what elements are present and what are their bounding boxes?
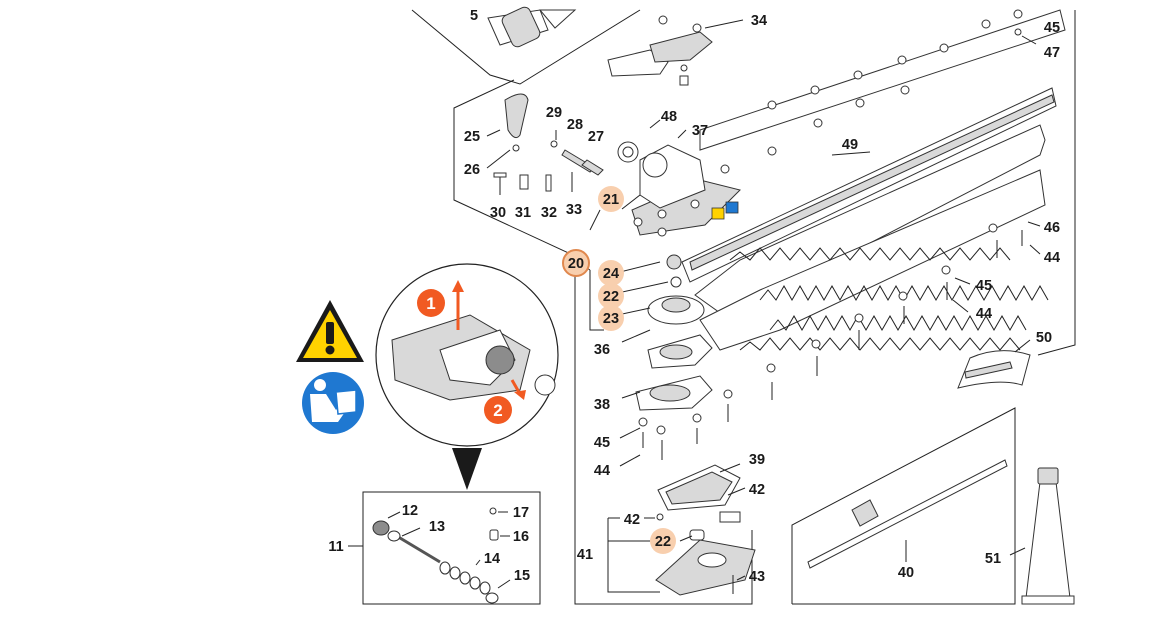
warning-triangle-icon bbox=[296, 300, 364, 362]
label-44: 44 bbox=[1044, 250, 1060, 266]
label-39: 39 bbox=[749, 452, 765, 468]
label-51: 51 bbox=[985, 551, 1001, 567]
transport-guard bbox=[807, 459, 1008, 569]
label-41: 41 bbox=[577, 547, 593, 563]
label-40: 40 bbox=[898, 565, 914, 581]
diagram-frames bbox=[411, 9, 1076, 605]
label-47: 47 bbox=[1044, 45, 1060, 61]
step-number-2: 2 bbox=[493, 401, 502, 420]
label-15: 15 bbox=[514, 568, 530, 584]
detail-inset bbox=[375, 263, 559, 490]
blade-guard bbox=[957, 350, 1031, 389]
label-27: 27 bbox=[588, 129, 604, 145]
label-24: 24 bbox=[603, 266, 619, 282]
label-42: 42 bbox=[624, 512, 640, 528]
label-16: 16 bbox=[513, 529, 529, 545]
label-44: 44 bbox=[594, 463, 610, 479]
label-34: 34 bbox=[751, 13, 767, 29]
grease-tube bbox=[1021, 467, 1075, 605]
screws-and-washers bbox=[633, 9, 1023, 460]
label-30: 30 bbox=[490, 205, 506, 221]
step-badge-2: 2 bbox=[484, 396, 512, 424]
label-14: 14 bbox=[484, 551, 500, 567]
label-11: 11 bbox=[328, 539, 343, 555]
label-22: 22 bbox=[655, 534, 671, 550]
cutter-blade bbox=[681, 9, 1066, 351]
gear-housing bbox=[617, 141, 741, 236]
label-49: 49 bbox=[842, 137, 858, 153]
step-number-1: 1 bbox=[426, 294, 435, 313]
label-13: 13 bbox=[429, 519, 445, 535]
label-48: 48 bbox=[661, 109, 677, 125]
label-33: 33 bbox=[566, 202, 582, 218]
gear-internals bbox=[647, 254, 705, 325]
label-42: 42 bbox=[749, 482, 765, 498]
gasket-and-cover bbox=[655, 464, 756, 596]
small-parts-lever bbox=[493, 93, 604, 195]
label-43: 43 bbox=[749, 569, 765, 585]
label-26: 26 bbox=[464, 162, 480, 178]
label-31: 31 bbox=[515, 205, 531, 221]
label-44: 44 bbox=[976, 306, 992, 322]
label-20: 20 bbox=[568, 256, 584, 272]
leader-lines bbox=[348, 19, 1041, 593]
label-25: 25 bbox=[464, 129, 480, 145]
highlight-markers bbox=[562, 186, 676, 554]
shaft-kit-box bbox=[362, 491, 541, 605]
part-labels: 5 34 45 47 25 29 28 27 48 37 49 26 30 31… bbox=[328, 8, 1060, 585]
label-45: 45 bbox=[1044, 20, 1060, 36]
label-12: 12 bbox=[402, 503, 418, 519]
label-22: 22 bbox=[603, 289, 619, 305]
label-36: 36 bbox=[594, 342, 610, 358]
label-37: 37 bbox=[692, 123, 708, 139]
guide-plates bbox=[635, 334, 713, 411]
label-21: 21 bbox=[603, 192, 619, 208]
step-badge-1: 1 bbox=[417, 289, 445, 317]
read-manual-icon bbox=[302, 372, 364, 434]
label-23: 23 bbox=[603, 311, 619, 327]
label-45: 45 bbox=[594, 435, 610, 451]
label-17: 17 bbox=[513, 505, 529, 521]
label-46: 46 bbox=[1044, 220, 1060, 236]
label-28: 28 bbox=[567, 117, 583, 133]
label-29: 29 bbox=[546, 105, 562, 121]
handle-assembly bbox=[487, 6, 713, 86]
label-5: 5 bbox=[470, 8, 478, 24]
label-38: 38 bbox=[594, 397, 610, 413]
label-32: 32 bbox=[541, 205, 557, 221]
label-50: 50 bbox=[1036, 330, 1052, 346]
label-45: 45 bbox=[976, 278, 992, 294]
